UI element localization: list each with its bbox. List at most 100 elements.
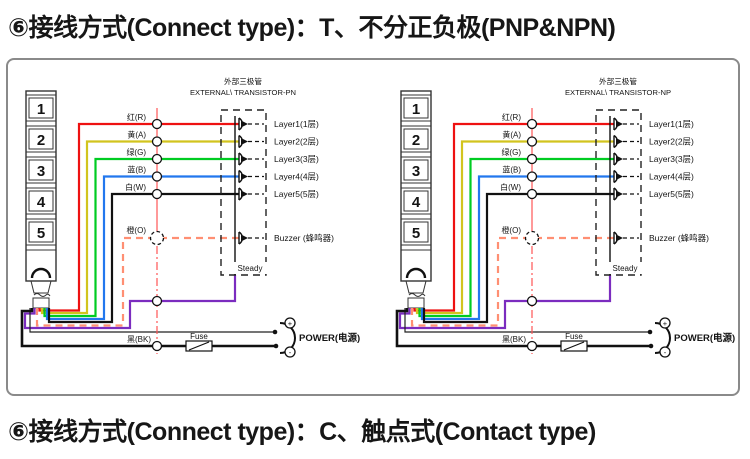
layer5-label: Layer5(5层)	[274, 189, 319, 199]
transistor-arrow	[241, 155, 248, 163]
wire-power-plus	[29, 308, 275, 333]
junction-white	[151, 188, 163, 200]
power-label: POWER(电源)	[674, 332, 735, 344]
fuse-group: Fuse	[560, 332, 588, 352]
junction-white	[526, 188, 538, 200]
label-orange: 橙(O)	[126, 225, 146, 235]
tower-segment-5	[400, 218, 432, 246]
wire-labels: 红(R) 黄(A) 绿(G) 蓝(B) 白(W) 橙(O) 黑(BK)	[500, 112, 526, 344]
junction-black	[151, 340, 163, 352]
tower-segment-2-inner	[28, 128, 54, 150]
wire-red	[38, 122, 239, 312]
transistor-layer5	[613, 187, 639, 201]
tower-number-2: 2	[412, 132, 420, 149]
tower-segment-1-inner	[403, 97, 429, 119]
layer2-label: Layer2(2层)	[274, 137, 319, 147]
transistor-title-en: EXTERNAL\ TRANSISTOR-NP	[565, 88, 671, 97]
tower-column	[25, 90, 57, 282]
transistor-box-outline	[220, 109, 267, 276]
minus-terminal-dot	[273, 343, 279, 349]
layer1-label: Layer1(1层)	[274, 119, 319, 129]
transistor-layer4	[613, 169, 639, 184]
fuse-diagonal	[188, 341, 210, 351]
junction-green	[151, 153, 163, 165]
power-group: + - POWER(电源)	[647, 317, 735, 358]
layer4-label: Layer4(4层)	[649, 172, 694, 182]
transistor-box-outline	[595, 109, 642, 276]
label-green: 绿(G)	[126, 148, 146, 157]
buzzer-arc-icon	[405, 267, 427, 279]
wire-blue	[420, 175, 614, 321]
wiring-diagram-transistor-np: 1 2 3 4 5	[395, 76, 735, 358]
cable-break-squiggle	[33, 293, 51, 297]
tower-number-2: 2	[37, 132, 45, 149]
wire-power-plus	[404, 308, 650, 333]
layer4-label: Layer4(4层)	[274, 172, 319, 182]
wire-blue	[45, 175, 239, 321]
plus-circle-icon	[284, 317, 296, 329]
tower-number-5: 5	[412, 225, 420, 242]
title-connect-type-t: ⑥接线方式(Connect type)：T、不分正负极(PNP&NPN)	[8, 14, 616, 42]
tower-number-4: 4	[412, 194, 421, 211]
wire-purple-steady	[23, 275, 237, 330]
transistor-layer2	[238, 134, 264, 149]
transistor-arrow	[616, 234, 623, 242]
minus-sign: -	[664, 348, 667, 357]
junction-purple	[526, 295, 538, 307]
transistor-title-en: EXTERNAL\ TRANSISTOR-PN	[190, 88, 296, 97]
junction-blue	[526, 171, 538, 182]
tower-segment-2	[25, 125, 57, 153]
center-line-group	[149, 108, 165, 354]
tower-neck	[30, 280, 52, 294]
tower-segment-5-inner	[403, 221, 429, 243]
buzzer-label: Buzzer (蜂鸣器)	[649, 233, 709, 243]
tower-segment-2	[400, 125, 432, 153]
signal-tower: 1 2 3 4 5	[400, 90, 432, 309]
signal-tower: 1 2 3 4 5	[25, 90, 57, 309]
tower-number-3: 3	[412, 163, 420, 180]
wire-yellow	[415, 140, 614, 315]
tower-column	[400, 90, 432, 282]
tower-segment-3	[25, 156, 57, 184]
plus-terminal-dot	[272, 329, 278, 335]
label-yellow: 黄(A)	[127, 130, 146, 140]
minus-circle-icon	[659, 346, 671, 358]
transistor-buzzer	[613, 231, 639, 245]
fuse-group: Fuse	[185, 332, 213, 352]
transistor-layer5	[238, 187, 264, 201]
center-line-group	[524, 108, 540, 354]
junction-yellow	[526, 136, 538, 147]
wires	[395, 122, 651, 348]
transistor-buzzer	[238, 231, 264, 245]
tower-segment-4	[25, 187, 57, 215]
label-red: 红(R)	[502, 112, 521, 122]
label-yellow: 黄(A)	[502, 130, 521, 140]
fuse-label: Fuse	[190, 332, 208, 341]
transistor-arrow	[241, 190, 248, 198]
diagram-panel	[6, 58, 740, 396]
fuse-label: Fuse	[565, 332, 583, 341]
tower-base-block	[32, 297, 50, 309]
tower-base-block	[407, 297, 425, 309]
transistor-title-cn: 外部三极管	[599, 76, 637, 86]
label-black: 黑(BK)	[502, 335, 526, 344]
transistor-arrow	[241, 138, 248, 145]
transistor-box: 外部三极管 EXTERNAL\ TRANSISTOR-PN	[190, 76, 296, 276]
layer-labels: Layer1(1层) Layer2(2层) Layer3(3层) Layer4(…	[649, 119, 709, 243]
label-orange: 橙(O)	[501, 225, 521, 235]
tower-number-4: 4	[37, 194, 46, 211]
label-blue: 蓝(B)	[502, 165, 521, 175]
tower-segment-1	[25, 94, 57, 122]
wire-black-power-minus	[395, 308, 651, 348]
transistor-layer1	[613, 117, 639, 131]
junction-green	[526, 153, 538, 165]
transistor-arrow	[616, 120, 623, 128]
junction-orange-dashed	[524, 230, 540, 246]
plus-sign: +	[663, 319, 668, 328]
transistor-layer2	[613, 134, 639, 149]
label-white: 白(W)	[125, 182, 146, 192]
buzzer-label: Buzzer (蜂鸣器)	[274, 233, 334, 243]
junction-red	[526, 118, 538, 130]
wire-black-power-minus	[20, 308, 276, 348]
layer3-label: Layer3(3层)	[649, 154, 694, 164]
